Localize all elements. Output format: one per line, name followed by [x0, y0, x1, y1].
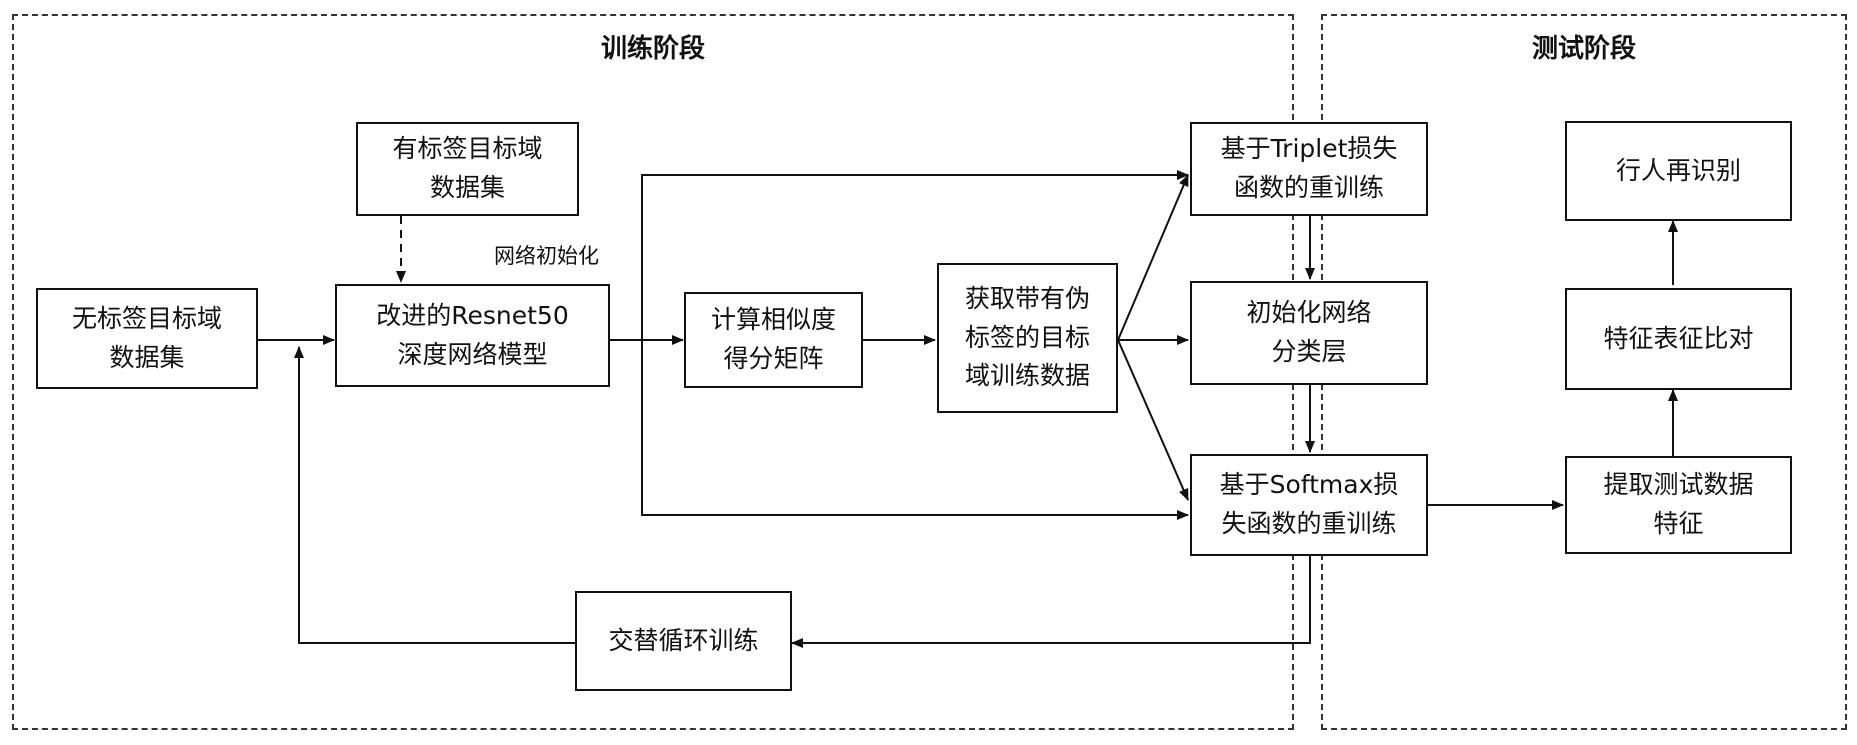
node-resnet-model: 改进的Resnet50 深度网络模型	[335, 284, 610, 387]
testing-stage-title: 测试阶段	[1531, 34, 1637, 64]
edge-model-to-triplet	[641, 170, 1189, 340]
node-init-classifier-label: 初始化网络 分类层	[1246, 298, 1372, 366]
edge-pseudo-to-softmax	[1117, 339, 1189, 501]
node-labeled-dataset: 有标签目标域 数据集	[356, 122, 579, 216]
edge-label-network-init: 网络初始化	[494, 244, 599, 268]
node-extract-features: 提取测试数据 特征	[1565, 456, 1792, 554]
node-labeled-dataset-label: 有标签目标域 数据集	[392, 134, 543, 202]
node-person-reid: 行人再识别	[1565, 121, 1792, 221]
node-person-reid-label: 行人再识别	[1615, 155, 1741, 185]
node-triplet-retrain-label: 基于Triplet损失 函数的重训练	[1220, 134, 1398, 202]
edge-softmax-to-alternate	[791, 556, 1311, 648]
node-init-classifier: 初始化网络 分类层	[1190, 281, 1428, 385]
node-feature-compare: 特征表征比对	[1565, 288, 1792, 390]
node-similarity-matrix-label: 计算相似度 得分矩阵	[710, 305, 836, 373]
node-softmax-retrain-label: 基于Softmax损 失函数的重训练	[1219, 470, 1399, 538]
node-softmax-retrain: 基于Softmax损 失函数的重训练	[1190, 454, 1428, 556]
node-feature-compare-label: 特征表征比对	[1603, 323, 1754, 353]
edge-alternate-to-model	[294, 346, 575, 644]
node-resnet-model-label: 改进的Resnet50 深度网络模型	[376, 300, 569, 369]
edge-pseudo-to-triplet	[1117, 174, 1189, 341]
node-unlabeled-dataset-label: 无标签目标域 数据集	[71, 303, 222, 372]
node-extract-features-label: 提取测试数据 特征	[1603, 470, 1754, 538]
node-similarity-matrix: 计算相似度 得分矩阵	[684, 292, 863, 388]
training-stage-title: 训练阶段	[600, 34, 706, 64]
node-alternate-training: 交替循环训练	[575, 591, 792, 691]
node-alternate-training-label: 交替循环训练	[608, 625, 759, 655]
node-triplet-retrain: 基于Triplet损失 函数的重训练	[1190, 122, 1428, 216]
edge-model-to-softmax	[641, 340, 1189, 520]
node-pseudo-label-data-label: 获取带有伪 标签的目标 域训练数据	[964, 283, 1090, 391]
node-unlabeled-dataset: 无标签目标域 数据集	[36, 288, 258, 389]
node-pseudo-label-data: 获取带有伪 标签的目标 域训练数据	[937, 263, 1118, 413]
